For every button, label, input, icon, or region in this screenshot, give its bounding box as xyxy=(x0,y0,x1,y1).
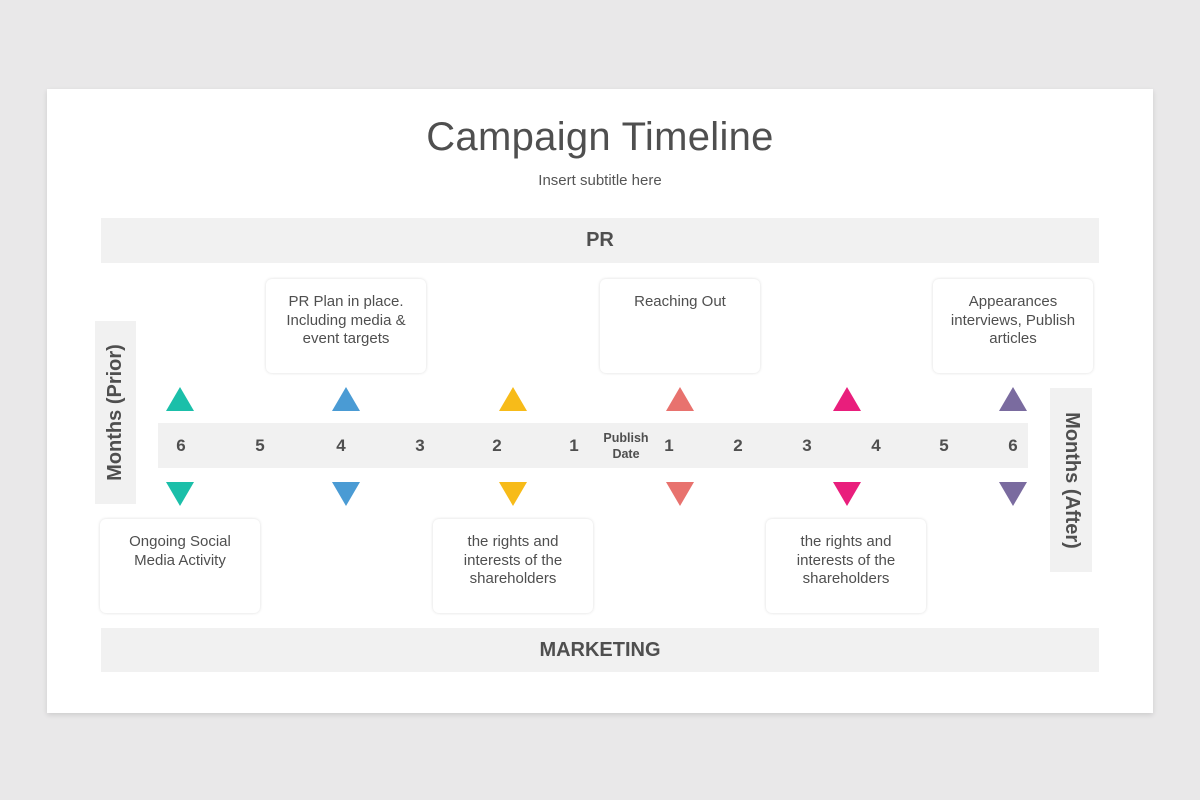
months-prior-label: Months (Prior) xyxy=(104,344,126,481)
teal-up-triangle-icon xyxy=(166,387,194,411)
yellow-up-triangle-icon xyxy=(499,387,527,411)
blue-down-triangle-icon xyxy=(332,482,360,506)
tick-publish-date: Publish Date xyxy=(603,430,649,461)
months-prior-label-bar: Months (Prior) xyxy=(95,321,136,504)
pr-card-text: PR Plan in place. Including media & even… xyxy=(286,293,406,347)
tick-after-6: 6 xyxy=(1008,435,1018,455)
salmon-up-triangle-icon xyxy=(666,387,694,411)
timeline-band: 6 5 4 3 2 1 Publish Date 1 2 3 4 5 6 xyxy=(158,423,1028,468)
tick-prior-2: 2 xyxy=(492,435,502,455)
tick-after-1: 1 xyxy=(664,435,674,455)
marketing-band-label: MARKETING xyxy=(539,638,661,661)
tick-after-2: 2 xyxy=(733,435,743,455)
pink-down-triangle-icon xyxy=(833,482,861,506)
tick-prior-6: 6 xyxy=(176,435,186,455)
teal-down-triangle-icon xyxy=(166,482,194,506)
months-after-label-bar: Months (After) xyxy=(1050,388,1092,572)
pr-band-label: PR xyxy=(586,229,614,251)
page-subtitle: Insert subtitle here xyxy=(538,172,662,189)
pr-band: PR xyxy=(101,218,1099,263)
pink-up-triangle-icon xyxy=(833,387,861,411)
pr-card-plan: PR Plan in place. Including media & even… xyxy=(266,279,426,373)
tick-after-5: 5 xyxy=(939,435,949,455)
marketing-card-text: the rights and interests of the sharehol… xyxy=(796,533,896,587)
tick-prior-4: 4 xyxy=(336,435,346,455)
tick-after-4: 4 xyxy=(871,435,881,455)
marketing-card-text: Ongoing Social Media Activity xyxy=(129,533,231,569)
tick-prior-5: 5 xyxy=(255,435,265,455)
marketing-card-shareholders-1: the rights and interests of the sharehol… xyxy=(433,519,593,613)
pr-card-reaching-out: Reaching Out xyxy=(600,279,760,373)
marketing-card-social: Ongoing Social Media Activity xyxy=(100,519,260,613)
marketing-card-text: the rights and interests of the sharehol… xyxy=(463,533,563,587)
pr-card-appearances: Appearances interviews, Publish articles xyxy=(933,279,1093,373)
salmon-down-triangle-icon xyxy=(666,482,694,506)
marketing-band: MARKETING xyxy=(101,628,1099,672)
blue-up-triangle-icon xyxy=(332,387,360,411)
tick-after-3: 3 xyxy=(802,435,812,455)
page-title: Campaign Timeline xyxy=(426,115,774,159)
tick-prior-3: 3 xyxy=(415,435,425,455)
tick-prior-1: 1 xyxy=(569,435,579,455)
purple-down-triangle-icon xyxy=(999,482,1027,506)
marketing-card-shareholders-2: the rights and interests of the sharehol… xyxy=(766,519,926,613)
pr-card-text: Reaching Out xyxy=(634,293,726,310)
purple-up-triangle-icon xyxy=(999,387,1027,411)
pr-card-text: Appearances interviews, Publish articles xyxy=(950,293,1076,347)
months-after-label: Months (After) xyxy=(1060,411,1083,549)
yellow-down-triangle-icon xyxy=(499,482,527,506)
